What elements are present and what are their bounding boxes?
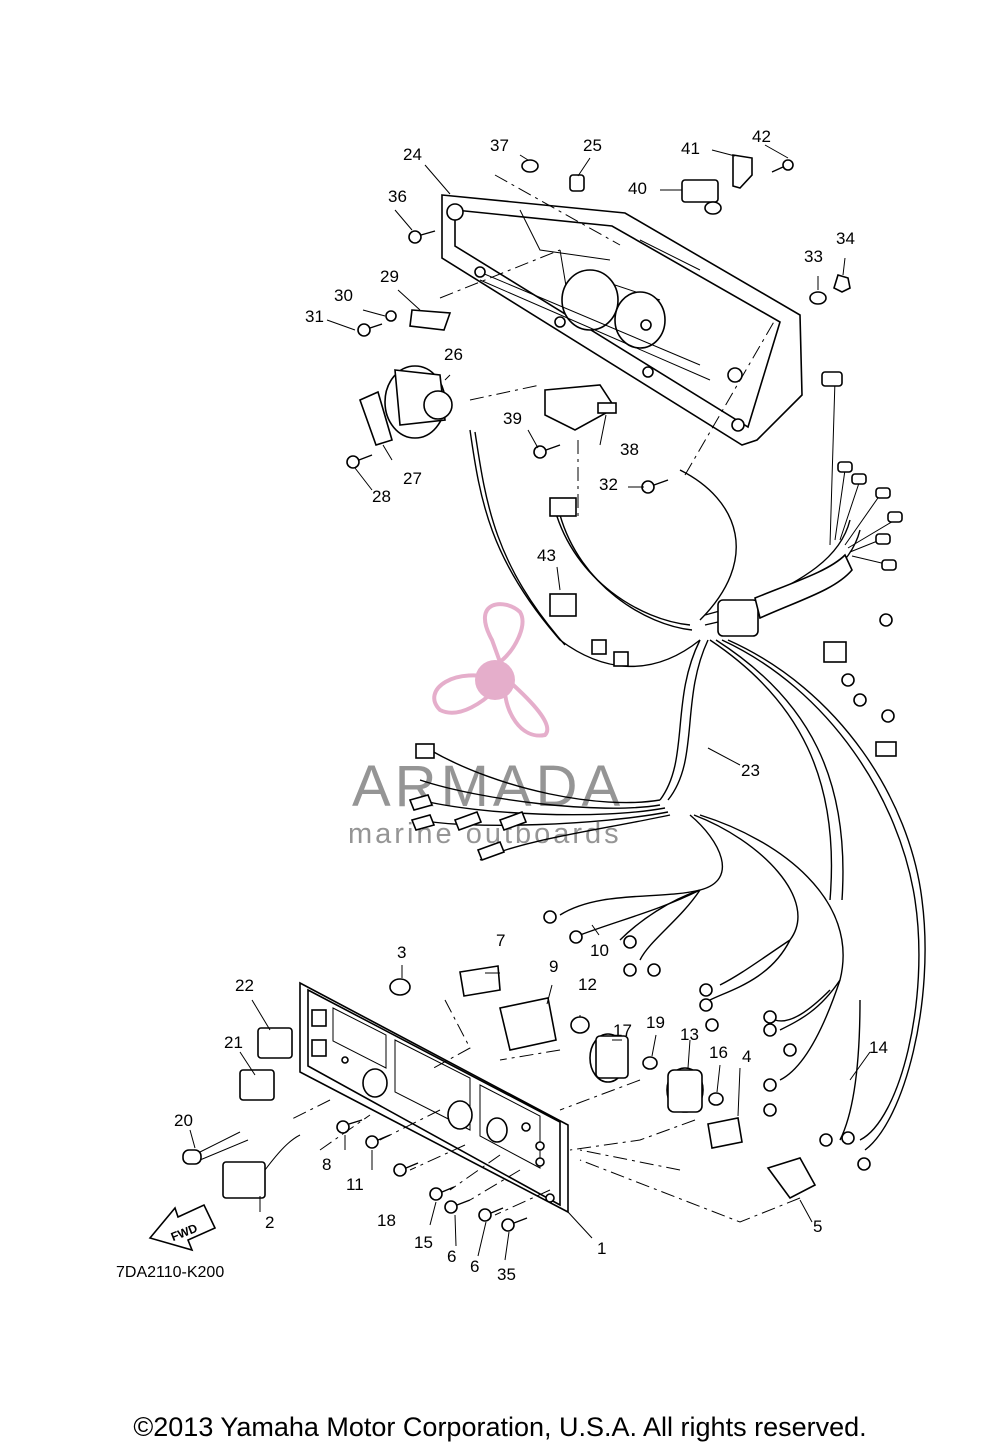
callout-29: 29 <box>380 267 399 286</box>
callout-6a: 6 <box>447 1247 456 1266</box>
callout-4: 4 <box>742 1047 751 1066</box>
callout-42: 42 <box>752 127 771 146</box>
callout-2: 2 <box>265 1213 274 1232</box>
callout-6b: 6 <box>470 1257 479 1276</box>
callout-leaders <box>189 144 871 1261</box>
wire-harness <box>408 371 926 1171</box>
callout-numbers: 1 2 3 4 5 6 6 7 8 9 10 11 12 13 14 15 16… <box>174 127 888 1284</box>
callout-30: 30 <box>334 286 353 305</box>
callout-18: 18 <box>377 1211 396 1230</box>
fwd-arrow-icon: FWD <box>148 1203 217 1252</box>
callout-37: 37 <box>490 136 509 155</box>
upper-hardware <box>346 154 851 494</box>
assembly-lines <box>289 174 801 1223</box>
callout-8: 8 <box>322 1155 331 1174</box>
diagram-code: 7DA2110-K200 <box>116 1264 225 1281</box>
armada-watermark: ARMADA marine outboards <box>348 602 624 850</box>
callout-27: 27 <box>403 469 422 488</box>
ring-terminals <box>543 613 895 1171</box>
callout-33: 33 <box>804 247 823 266</box>
callout-35: 35 <box>497 1265 516 1284</box>
callout-10: 10 <box>590 941 609 960</box>
callout-38: 38 <box>620 440 639 459</box>
callout-34: 34 <box>836 229 855 248</box>
callout-23: 23 <box>741 761 760 780</box>
callout-32: 32 <box>599 475 618 494</box>
bullet-terminals-left <box>408 794 528 862</box>
callout-31: 31 <box>305 307 324 326</box>
callout-17: 17 <box>613 1021 632 1040</box>
copyright-footer: ©2013 Yamaha Motor Corporation, U.S.A. A… <box>133 1412 867 1442</box>
callout-40: 40 <box>628 179 647 198</box>
callout-21: 21 <box>224 1033 243 1052</box>
callout-14: 14 <box>869 1038 888 1057</box>
callout-13: 13 <box>680 1025 699 1044</box>
callout-26: 26 <box>444 345 463 364</box>
callout-7: 7 <box>496 931 505 950</box>
callout-11: 11 <box>346 1175 364 1194</box>
watermark-brand: ARMADA <box>352 754 624 819</box>
callout-22: 22 <box>235 976 254 995</box>
callout-28: 28 <box>372 487 391 506</box>
callout-16: 16 <box>709 1043 728 1062</box>
callout-43: 43 <box>537 546 556 565</box>
callout-41: 41 <box>681 139 700 158</box>
callout-25: 25 <box>583 136 602 155</box>
callout-12: 12 <box>578 975 597 994</box>
callout-1: 1 <box>597 1239 606 1258</box>
callout-24: 24 <box>403 145 422 164</box>
meter-panel-frame <box>441 194 803 446</box>
lower-switch-panel <box>299 981 569 1214</box>
callout-19: 19 <box>646 1013 665 1032</box>
callout-39: 39 <box>503 409 522 428</box>
callout-15: 15 <box>414 1233 433 1252</box>
upper-right-terminals <box>821 371 903 571</box>
callout-36: 36 <box>388 187 407 206</box>
callout-5: 5 <box>813 1217 822 1236</box>
callout-3: 3 <box>397 943 406 962</box>
callout-20: 20 <box>174 1111 193 1130</box>
callout-9: 9 <box>549 957 558 976</box>
propeller-logo-icon <box>432 602 550 738</box>
lower-components <box>182 965 817 1232</box>
